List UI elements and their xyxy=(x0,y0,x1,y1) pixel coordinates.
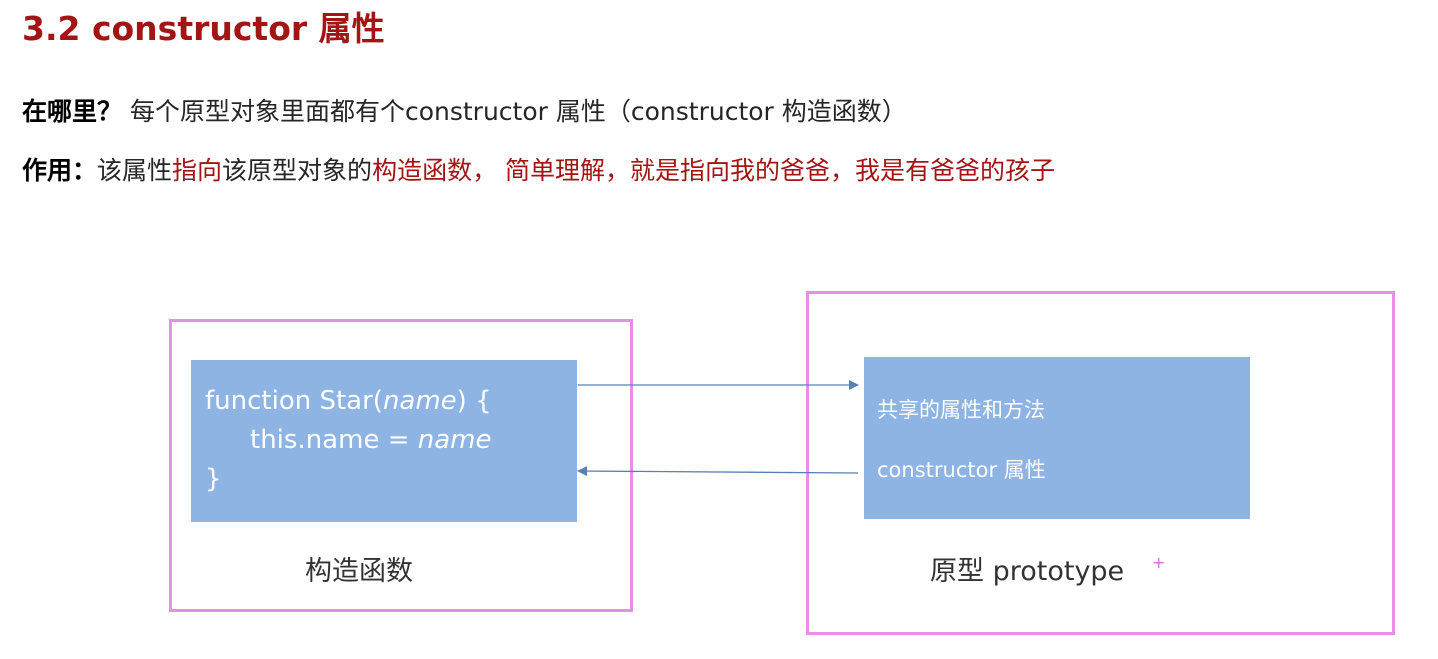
constructor-property-label: constructor 属性 xyxy=(877,458,1046,482)
code-param: name xyxy=(382,386,457,416)
code-fn-decl: function Star( xyxy=(205,386,383,416)
constructor-frame xyxy=(169,319,633,612)
code-assign: this.name = xyxy=(250,425,418,455)
constructor-code-box: function Star(name) { this.name = name } xyxy=(191,360,577,522)
code-line-1: function Star(name) { xyxy=(205,386,492,416)
usage-line: 作用：该属性指向该原型对象的构造函数， 简单理解，就是指向我的爸爸，我是有爸爸的… xyxy=(22,151,1055,187)
usage-text-3: 该原型对象的 xyxy=(222,156,373,185)
constructor-caption: 构造函数 xyxy=(305,556,413,587)
plus-icon: + xyxy=(1152,553,1166,572)
usage-label: 作用： xyxy=(22,156,98,185)
usage-text-4: 构造函数， 简单理解，就是指向我的爸爸，我是有爸爸的孩子 xyxy=(372,156,1056,185)
shared-members-label: 共享的属性和方法 xyxy=(877,398,1045,422)
prototype-frame xyxy=(806,291,1395,635)
usage-text-1: 该属性 xyxy=(97,156,173,185)
where-label: 在哪里？ xyxy=(22,97,123,126)
page-title: 3.2 constructor 属性 xyxy=(22,9,385,48)
prototype-box: 共享的属性和方法 constructor 属性 xyxy=(864,357,1250,519)
code-line-2: this.name = name xyxy=(250,425,492,455)
where-text: 每个原型对象里面都有个constructor 属性（constructor 构造… xyxy=(122,97,907,126)
code-param-2: name xyxy=(417,425,492,455)
where-line: 在哪里？ 每个原型对象里面都有个constructor 属性（construct… xyxy=(22,92,907,128)
prototype-caption: 原型 prototype xyxy=(930,556,1125,587)
code-open-brace: ) { xyxy=(456,386,492,416)
constructor-arrow xyxy=(577,466,859,477)
code-line-3: } xyxy=(205,464,222,494)
usage-text-2: 指向 xyxy=(172,156,223,185)
